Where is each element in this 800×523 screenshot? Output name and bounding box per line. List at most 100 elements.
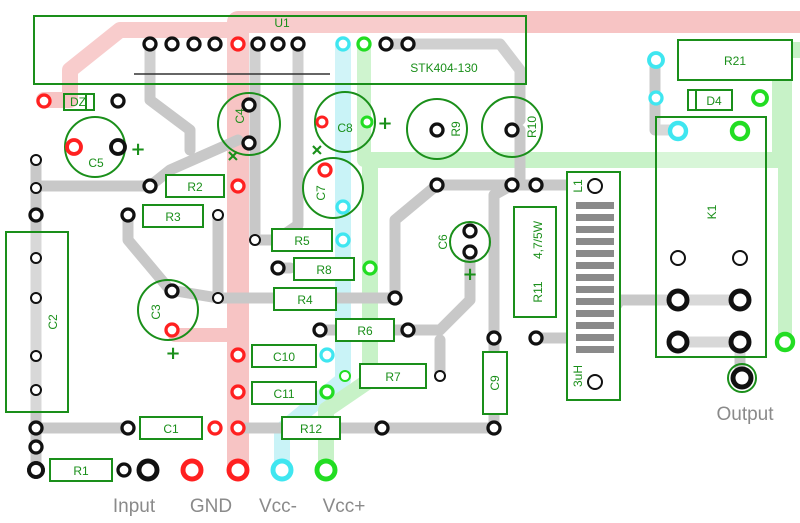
pad [230, 420, 246, 436]
pad [400, 36, 416, 52]
r10-resistor[interactable]: R10 [481, 96, 543, 158]
pad [319, 347, 335, 363]
c5-plus: + [130, 139, 145, 160]
trace-u1-top [144, 38, 196, 156]
pad [362, 260, 378, 276]
r6-label: R6 [357, 324, 373, 338]
k1-label: K1 [705, 204, 719, 219]
pad [528, 177, 544, 193]
pad [250, 36, 266, 52]
r11-resistor[interactable]: 4,7/5W R11 [513, 206, 557, 318]
pad [666, 330, 690, 354]
c8-label: C8 [337, 121, 353, 135]
pad [339, 370, 351, 382]
r12-resistor[interactable]: R12 [281, 416, 341, 440]
trace-u1-right [380, 38, 526, 126]
r21-label: R21 [724, 54, 746, 68]
trace-r2 [30, 134, 244, 192]
connector-gnd-label: GND [190, 496, 232, 517]
l1-winding [576, 298, 614, 305]
pad [186, 36, 202, 52]
c9-label: C9 [488, 375, 502, 391]
r10-label: R10 [525, 116, 539, 138]
c8-capacitor[interactable]: C8 + [314, 91, 393, 153]
c3-plus: + [165, 343, 180, 364]
pad [335, 232, 351, 248]
pad [729, 120, 751, 142]
pad [164, 322, 180, 338]
pad [774, 331, 796, 353]
pad [486, 420, 502, 436]
l1-winding [576, 286, 614, 293]
l1-inductor[interactable]: L1 3uH [566, 171, 621, 401]
pad [109, 138, 127, 156]
c3-capacitor[interactable]: C3 + [137, 279, 199, 364]
l1-winding [576, 262, 614, 269]
l1-winding [576, 214, 614, 221]
pad [670, 250, 686, 266]
l1-label: L1 [571, 179, 585, 193]
c11-capacitor[interactable]: C11 [251, 381, 317, 405]
pad [270, 36, 286, 52]
pad [270, 260, 286, 276]
pad [30, 182, 42, 194]
c6-capacitor[interactable]: C6 + [436, 221, 491, 285]
connector-labels: Input GND Vcc- Vcc+ Output [113, 404, 774, 517]
pad [335, 199, 351, 215]
r5-resistor[interactable]: R5 [271, 228, 333, 252]
pad [504, 177, 520, 193]
c5-label: C5 [88, 156, 104, 170]
r21-resistor[interactable]: R21 [677, 39, 793, 81]
l1-winding [576, 322, 614, 329]
r7-resistor[interactable]: R7 [359, 363, 427, 389]
r9-resistor[interactable]: R9 [406, 98, 468, 160]
pad [27, 461, 45, 479]
r12-label: R12 [300, 422, 322, 436]
pad [374, 420, 390, 436]
r4-resistor[interactable]: R4 [273, 287, 337, 311]
pad [36, 93, 52, 109]
dz-zener[interactable]: DZ [63, 93, 95, 111]
k1-relay[interactable]: K1 [655, 116, 767, 358]
r6-resistor[interactable]: R6 [335, 318, 395, 342]
pad [647, 51, 665, 69]
pad [400, 322, 416, 338]
pad [666, 288, 690, 312]
pad [116, 462, 132, 478]
l1-value: 3uH [571, 365, 585, 387]
r1-resistor[interactable]: R1 [49, 458, 113, 482]
c8-plus: + [377, 113, 392, 134]
pad [751, 89, 769, 107]
pad [207, 36, 223, 52]
connector-output-label: Output [716, 404, 774, 425]
output-jack[interactable] [727, 363, 757, 393]
l1-winding [576, 202, 614, 209]
l1-winding [576, 310, 614, 317]
l1-winding [576, 250, 614, 257]
pad [335, 36, 351, 52]
r3-label: R3 [165, 210, 181, 224]
r4-label: R4 [297, 293, 313, 307]
r2-resistor[interactable]: R2 [165, 174, 225, 198]
u1-label: U1 [274, 16, 290, 30]
r11-label: R11 [531, 281, 545, 302]
c3-label: C3 [149, 304, 163, 320]
r3-resistor[interactable]: R3 [142, 204, 204, 228]
c1-capacitor[interactable]: C1 [139, 416, 203, 440]
pad [429, 122, 445, 138]
trace-c9-up [488, 179, 518, 336]
u1-part-number: STK404-130 [410, 61, 478, 75]
pad [230, 347, 246, 363]
c4-label: C4 [233, 108, 247, 124]
c10-capacitor[interactable]: C10 [251, 344, 317, 368]
trace-r8-mid [389, 179, 443, 304]
c9-capacitor[interactable]: C9 [482, 351, 508, 415]
d4-diode[interactable]: D4 [687, 89, 733, 111]
r8-resistor[interactable]: R8 [293, 257, 355, 281]
pad [28, 420, 44, 436]
pad [648, 90, 664, 106]
pad [360, 115, 374, 129]
pad [30, 350, 42, 362]
pad [429, 177, 445, 193]
